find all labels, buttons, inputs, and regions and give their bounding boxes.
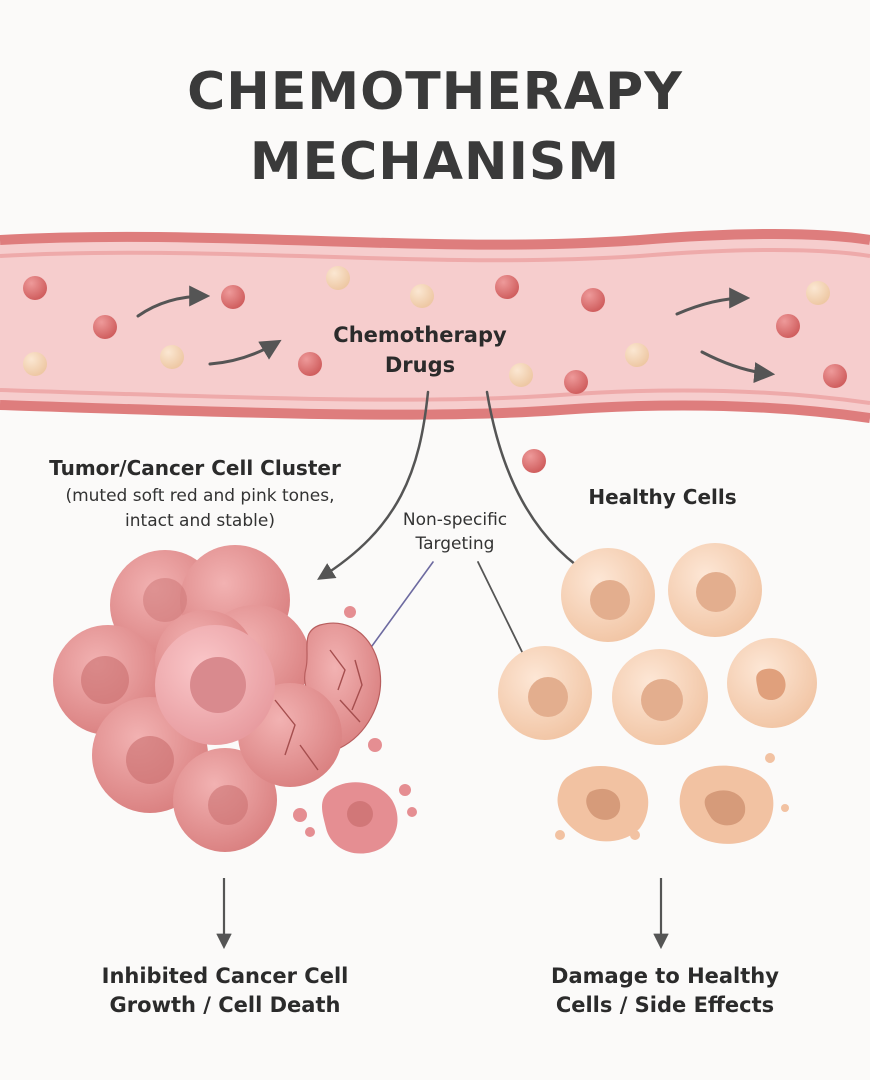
flow-arrow — [208, 339, 282, 366]
drug-particle — [221, 285, 245, 309]
outcome-right-line-1: Damage to Healthy — [551, 964, 779, 988]
outcome-left-line-2: Growth / Cell Death — [109, 993, 341, 1017]
healthy-nucleus — [528, 677, 568, 717]
nonspecific-line-1: Non-specific — [402, 510, 508, 530]
nonspecific-arrow-right-group — [477, 561, 530, 667]
outcome-right-line-2: Cells / Side Effects — [555, 993, 775, 1017]
vessel-wall-top-inner — [0, 248, 870, 263]
drug-particle — [495, 275, 519, 299]
nonspecific-label: Non-specific Targeting — [370, 508, 540, 556]
drug-particle-escaped — [522, 449, 546, 473]
vessel-label-line-2: Drugs — [384, 353, 456, 377]
damaged-nucleus — [586, 788, 621, 820]
debris-fragment — [630, 830, 640, 840]
outcome-left-line-1: Inhibited Cancer Cell — [101, 964, 349, 988]
debris-fragment — [765, 753, 775, 763]
drug-particle — [823, 364, 847, 388]
drug-particle — [160, 345, 184, 369]
debris-fragment — [555, 830, 565, 840]
debris-fragment — [407, 807, 417, 817]
outcome-arrows — [216, 878, 669, 950]
drug-particles — [23, 266, 847, 473]
drug-particle — [93, 315, 117, 339]
title-line-1: CHEMOTHERAPY — [187, 62, 683, 122]
blood-vessel — [0, 229, 870, 423]
tumor-nucleus — [190, 657, 246, 713]
drug-particle — [564, 370, 588, 394]
debris-fragment — [368, 738, 382, 752]
drug-particle — [410, 284, 434, 308]
tumor-sublabel-line-2: intact and stable) — [125, 511, 275, 531]
tumor-nucleus — [208, 785, 248, 825]
debris-nucleus — [347, 801, 373, 827]
drug-particle — [776, 314, 800, 338]
healthy-cells — [498, 543, 817, 844]
debris-fragment — [399, 784, 411, 796]
tumor-sublabel: (muted soft red and pink tones, intact a… — [35, 484, 365, 534]
drug-particle — [326, 266, 350, 290]
tumor-cell-cluster — [53, 545, 417, 854]
debris-fragment — [293, 808, 307, 822]
outcome-right: Damage to Healthy Cells / Side Effects — [505, 962, 825, 1020]
healthy-nucleus — [696, 572, 736, 612]
tumor-nucleus — [143, 578, 187, 622]
damaged-nucleus — [704, 790, 746, 826]
vessel-wall-top — [0, 229, 870, 250]
outcome-left: Inhibited Cancer Cell Growth / Cell Deat… — [55, 962, 395, 1020]
debris-fragment — [781, 804, 789, 812]
vessel-wall-bottom-inner — [0, 388, 870, 405]
healthy-label: Healthy Cells — [588, 485, 737, 509]
tumor-label: Tumor/Cancer Cell Cluster — [49, 456, 341, 480]
drug-particle — [806, 281, 830, 305]
healthy-nucleus — [590, 580, 630, 620]
cell-crack-lines — [274, 699, 319, 771]
flow-arrow — [700, 350, 776, 384]
drug-particle — [581, 288, 605, 312]
drug-particle — [625, 343, 649, 367]
drug-particle — [509, 363, 533, 387]
flow-arrow — [675, 287, 751, 316]
vessel-wall-bottom — [0, 400, 870, 423]
nonspecific-line-2: Targeting — [415, 534, 495, 554]
drug-particle — [23, 352, 47, 376]
healthy-nucleus — [756, 668, 786, 701]
title-line-2: MECHANISM — [249, 132, 621, 192]
vessel-lumen — [0, 234, 870, 418]
drug-particle — [23, 276, 47, 300]
tumor-sublabel-line-1: (muted soft red and pink tones, — [65, 486, 335, 506]
vessel-label-line-1: Chemotherapy — [333, 323, 507, 347]
cell-crack-lines — [329, 649, 363, 723]
tumor-nucleus — [126, 736, 174, 784]
vessel-label: Chemotherapy Drugs — [330, 320, 510, 380]
debris-fragment — [344, 606, 356, 618]
flow-arrow — [136, 285, 211, 318]
drug-particle — [298, 352, 322, 376]
flow-arrows — [136, 285, 776, 384]
nonspecific-arrow-right — [477, 561, 530, 667]
tumor-nucleus — [81, 656, 129, 704]
debris-fragment — [305, 827, 315, 837]
arrow-to-tumor — [317, 390, 430, 580]
healthy-nucleus — [641, 679, 683, 721]
